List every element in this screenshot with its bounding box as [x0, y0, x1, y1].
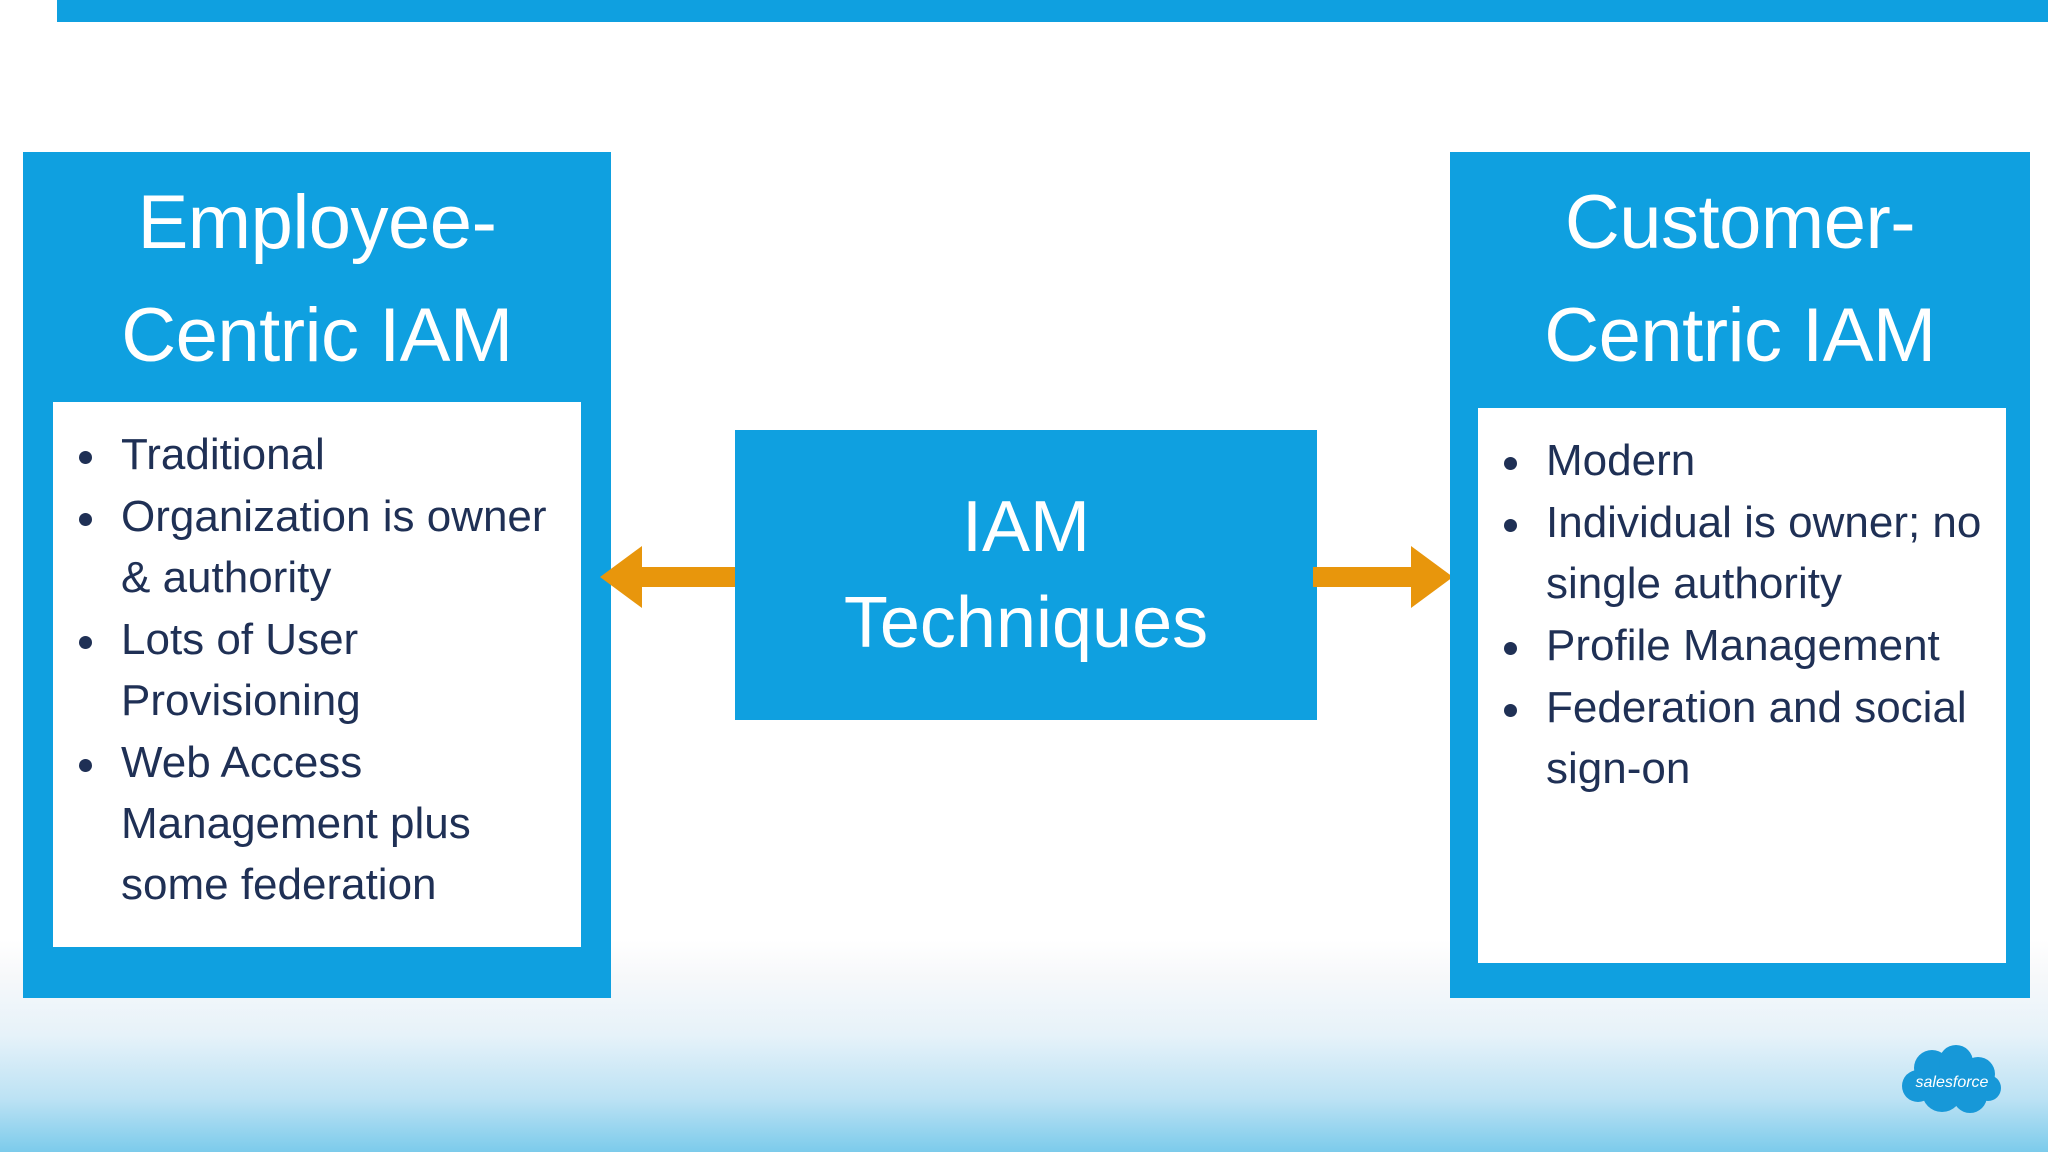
customer-centric-panel: Customer- Centric IAM Modern Individual … — [1450, 152, 2030, 998]
iam-techniques-box: IAM Techniques — [735, 430, 1317, 720]
list-item: Individual is owner; no single authority — [1488, 492, 1988, 614]
arrow-right-icon — [1313, 546, 1453, 608]
list-item: Federation and social sign-on — [1488, 677, 1988, 799]
list-item: Lots of User Provisioning — [63, 609, 563, 731]
customer-centric-title: Customer- Centric IAM — [1544, 180, 1936, 378]
salesforce-logo: salesforce — [1902, 1045, 2001, 1113]
list-item: Web Access Management plus some federati… — [63, 732, 563, 915]
employee-centric-bullet-list: Traditional Organization is owner & auth… — [53, 402, 581, 915]
list-item: Profile Management — [1488, 615, 1988, 676]
customer-centric-card: Modern Individual is owner; no single au… — [1478, 408, 2006, 963]
salesforce-wordmark: salesforce — [1916, 1074, 1989, 1091]
cloud-shape — [1902, 1045, 2001, 1113]
employee-centric-card: Traditional Organization is owner & auth… — [53, 402, 581, 947]
list-item: Organization is owner & authority — [63, 486, 563, 608]
arrow-left-icon — [600, 546, 740, 608]
employee-centric-panel: Employee- Centric IAM Traditional Organi… — [23, 152, 611, 998]
list-item: Modern — [1488, 430, 1988, 491]
customer-centric-bullet-list: Modern Individual is owner; no single au… — [1478, 408, 2006, 799]
top-accent-bar — [57, 0, 2048, 22]
list-item: Traditional — [63, 424, 563, 485]
employee-centric-title: Employee- Centric IAM — [121, 180, 513, 378]
